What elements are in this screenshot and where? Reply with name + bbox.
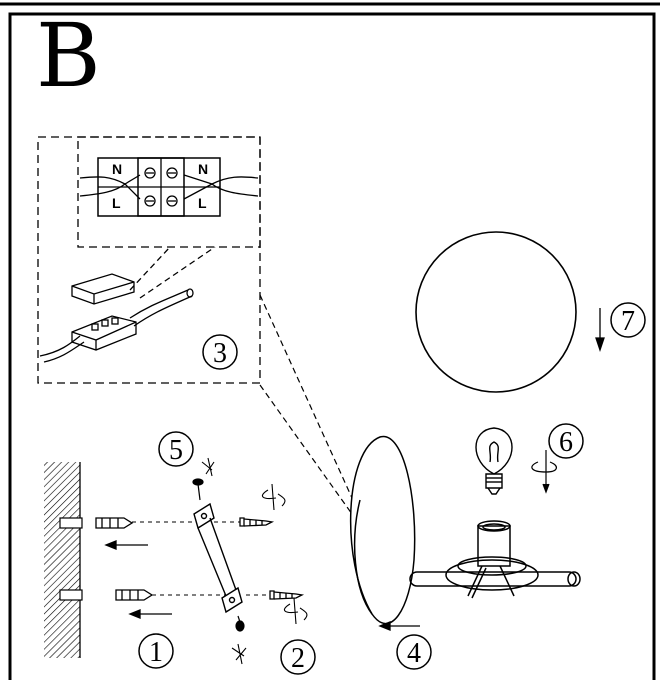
panel-letter: B — [36, 4, 101, 107]
step-7-number: 7 — [621, 306, 635, 337]
junction-box-lid — [71, 273, 135, 305]
mounting-bracket — [193, 502, 243, 614]
step-3-number: 3 — [213, 338, 227, 369]
arrow-down-icon — [595, 308, 605, 353]
screw — [239, 517, 275, 527]
step-6-badge — [548, 423, 584, 459]
terminal-label-l-right: L — [198, 195, 207, 211]
step-5-number: 5 — [169, 435, 183, 466]
step-4-number: 4 — [407, 638, 421, 669]
step-6-number: 6 — [559, 427, 573, 458]
globe-shade — [415, 231, 577, 393]
screw — [269, 590, 305, 600]
step-7-badge — [610, 302, 646, 338]
step-4-badge — [396, 634, 432, 670]
step-1-number: 1 — [149, 637, 163, 668]
terminal-label-n-right: N — [198, 161, 208, 177]
terminal-screw — [144, 167, 156, 179]
step-2-number: 2 — [291, 643, 305, 674]
arrow-left-icon — [378, 621, 420, 631]
reflector-disk — [259, 294, 416, 625]
terminal-label-n-left: N — [112, 161, 122, 177]
wall-holes — [59, 517, 83, 601]
step-1-badge — [138, 633, 174, 669]
alignment-lines — [132, 521, 270, 596]
small-screw — [192, 478, 245, 632]
light-bulb — [475, 427, 513, 495]
wall-hatch — [44, 462, 80, 658]
wiring-inset — [37, 136, 261, 384]
step-2-badge — [280, 639, 316, 675]
wall-plug — [115, 589, 154, 601]
terminal-screw — [166, 167, 178, 179]
screwdriver-turn-icon — [201, 457, 308, 665]
terminal-label-l-left: L — [112, 195, 121, 211]
step-badges — [138, 302, 646, 675]
terminal-screw — [166, 195, 178, 207]
wall-plug — [95, 517, 134, 529]
arrow-left-icon — [104, 540, 172, 619]
junction-cable — [39, 335, 81, 357]
terminal-screw — [144, 195, 156, 207]
step-3-badge — [202, 334, 238, 370]
step-5-badge — [158, 431, 194, 467]
lamp-holder-assembly — [409, 520, 581, 599]
panel-border — [8, 12, 656, 680]
rotate-icon — [531, 450, 557, 494]
